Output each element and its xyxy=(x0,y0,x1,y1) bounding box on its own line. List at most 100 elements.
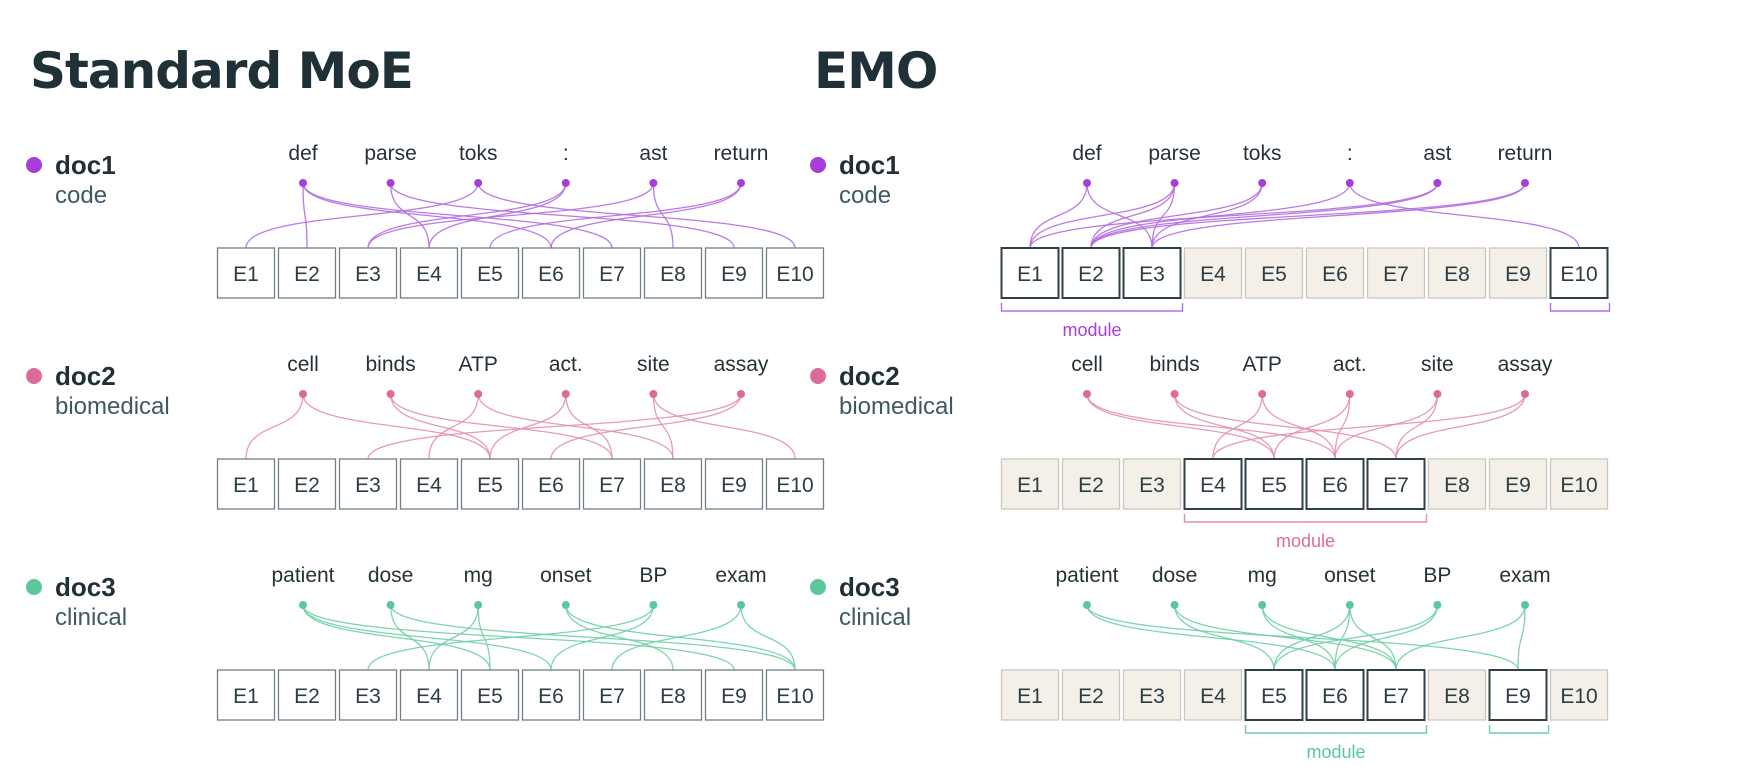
expert-box-active xyxy=(1244,669,1304,721)
module-bracket-line xyxy=(1549,303,1611,312)
expert-box: E8 xyxy=(1427,458,1487,510)
expert-box: E8 xyxy=(1427,247,1487,299)
token-label: mg xyxy=(1248,564,1277,587)
expert-label: E8 xyxy=(660,474,686,497)
expert-label: E9 xyxy=(1505,474,1531,497)
expert-label: E5 xyxy=(477,263,503,286)
expert-box-active xyxy=(704,669,764,721)
expert-box-inactive xyxy=(1183,247,1243,299)
route-line xyxy=(652,393,796,460)
expert-label: E4 xyxy=(1200,263,1226,286)
expert-box: E8 xyxy=(643,247,703,299)
token-dot xyxy=(1258,390,1267,398)
expert-box-inactive xyxy=(1000,669,1060,721)
module-bracket-line xyxy=(1488,725,1550,734)
route-line xyxy=(1273,604,1351,671)
token: dose xyxy=(1152,564,1197,609)
expert-box-active xyxy=(1183,458,1243,510)
token-dot xyxy=(1083,601,1091,609)
token: return xyxy=(714,142,768,187)
token-dot xyxy=(386,601,395,609)
route-line xyxy=(1173,604,1397,671)
route-line xyxy=(1090,182,1176,249)
module-bracket xyxy=(1488,725,1550,734)
token: site xyxy=(637,353,670,398)
expert-box-active xyxy=(521,669,581,721)
expert-label: E6 xyxy=(538,263,564,286)
expert-label: E1 xyxy=(1017,685,1043,708)
expert-box-active xyxy=(765,669,825,721)
expert-box: E2 xyxy=(1061,458,1121,510)
token-dot xyxy=(1345,601,1354,609)
token-label: assay xyxy=(1498,353,1553,376)
token: : xyxy=(561,142,570,187)
expert-box: E4 xyxy=(399,669,459,721)
expert-box: E1 xyxy=(216,669,276,721)
route-line xyxy=(1173,604,1275,671)
expert-label: E4 xyxy=(1200,474,1226,497)
expert-box-active xyxy=(521,247,581,299)
route-line xyxy=(1173,393,1397,460)
token-label: : xyxy=(1347,142,1353,165)
route-line xyxy=(367,393,742,460)
token: act. xyxy=(549,353,583,398)
expert-box-active xyxy=(643,458,703,510)
expert-label: E8 xyxy=(660,263,686,286)
expert-label: E4 xyxy=(416,474,442,497)
expert-label: E9 xyxy=(1505,685,1531,708)
expert-box: E6 xyxy=(521,247,581,299)
token-label: BP xyxy=(1423,564,1451,587)
token-dot xyxy=(299,601,307,609)
expert-label: E7 xyxy=(599,263,625,286)
expert-box: E7 xyxy=(582,669,642,721)
expert-label: E4 xyxy=(416,685,442,708)
expert-box: E3 xyxy=(1122,458,1182,510)
route-line xyxy=(1029,182,1088,249)
expert-box: E3 xyxy=(338,247,398,299)
expert-box-active xyxy=(399,669,459,721)
module-bracket-line xyxy=(1244,725,1428,734)
token-label: ATP xyxy=(1243,353,1282,376)
expert-box-active xyxy=(1366,458,1426,510)
route-line xyxy=(652,393,674,460)
route-line xyxy=(389,182,430,249)
doc-name: doc2 xyxy=(55,361,116,391)
token-dot xyxy=(386,390,395,398)
expert-box: E4 xyxy=(1183,669,1243,721)
route-line xyxy=(302,604,735,671)
route-line xyxy=(302,604,552,671)
token-dot xyxy=(1433,390,1442,398)
expert-box-inactive xyxy=(1549,669,1609,721)
expert-label: E7 xyxy=(1383,263,1409,286)
expert-box: E4 xyxy=(399,247,459,299)
token-label: ATP xyxy=(459,353,498,376)
module-bracket: module xyxy=(1000,303,1184,340)
expert-box: E3 xyxy=(1122,247,1182,299)
expert-box-active xyxy=(582,458,642,510)
expert-label: E10 xyxy=(776,263,813,286)
expert-box-inactive xyxy=(1244,247,1304,299)
token: patient xyxy=(1055,564,1119,609)
doc-domain: code xyxy=(839,182,891,209)
expert-box: E6 xyxy=(1305,247,1365,299)
module-bracket: module xyxy=(1183,514,1428,551)
expert-label: E7 xyxy=(599,685,625,708)
route-line xyxy=(428,604,479,671)
token-label: toks xyxy=(1243,142,1282,165)
expert-label: E8 xyxy=(1444,263,1470,286)
routing-lines xyxy=(245,182,796,249)
expert-box: E3 xyxy=(1122,669,1182,721)
expert-box-inactive xyxy=(1183,669,1243,721)
token-dot xyxy=(561,601,570,609)
expert-box-inactive xyxy=(1549,458,1609,510)
token: binds xyxy=(365,353,416,398)
expert-box: E2 xyxy=(277,247,337,299)
token: exam xyxy=(1499,564,1551,609)
token: site xyxy=(1421,353,1454,398)
token-label: onset xyxy=(540,564,592,587)
expert-box-active xyxy=(643,247,703,299)
